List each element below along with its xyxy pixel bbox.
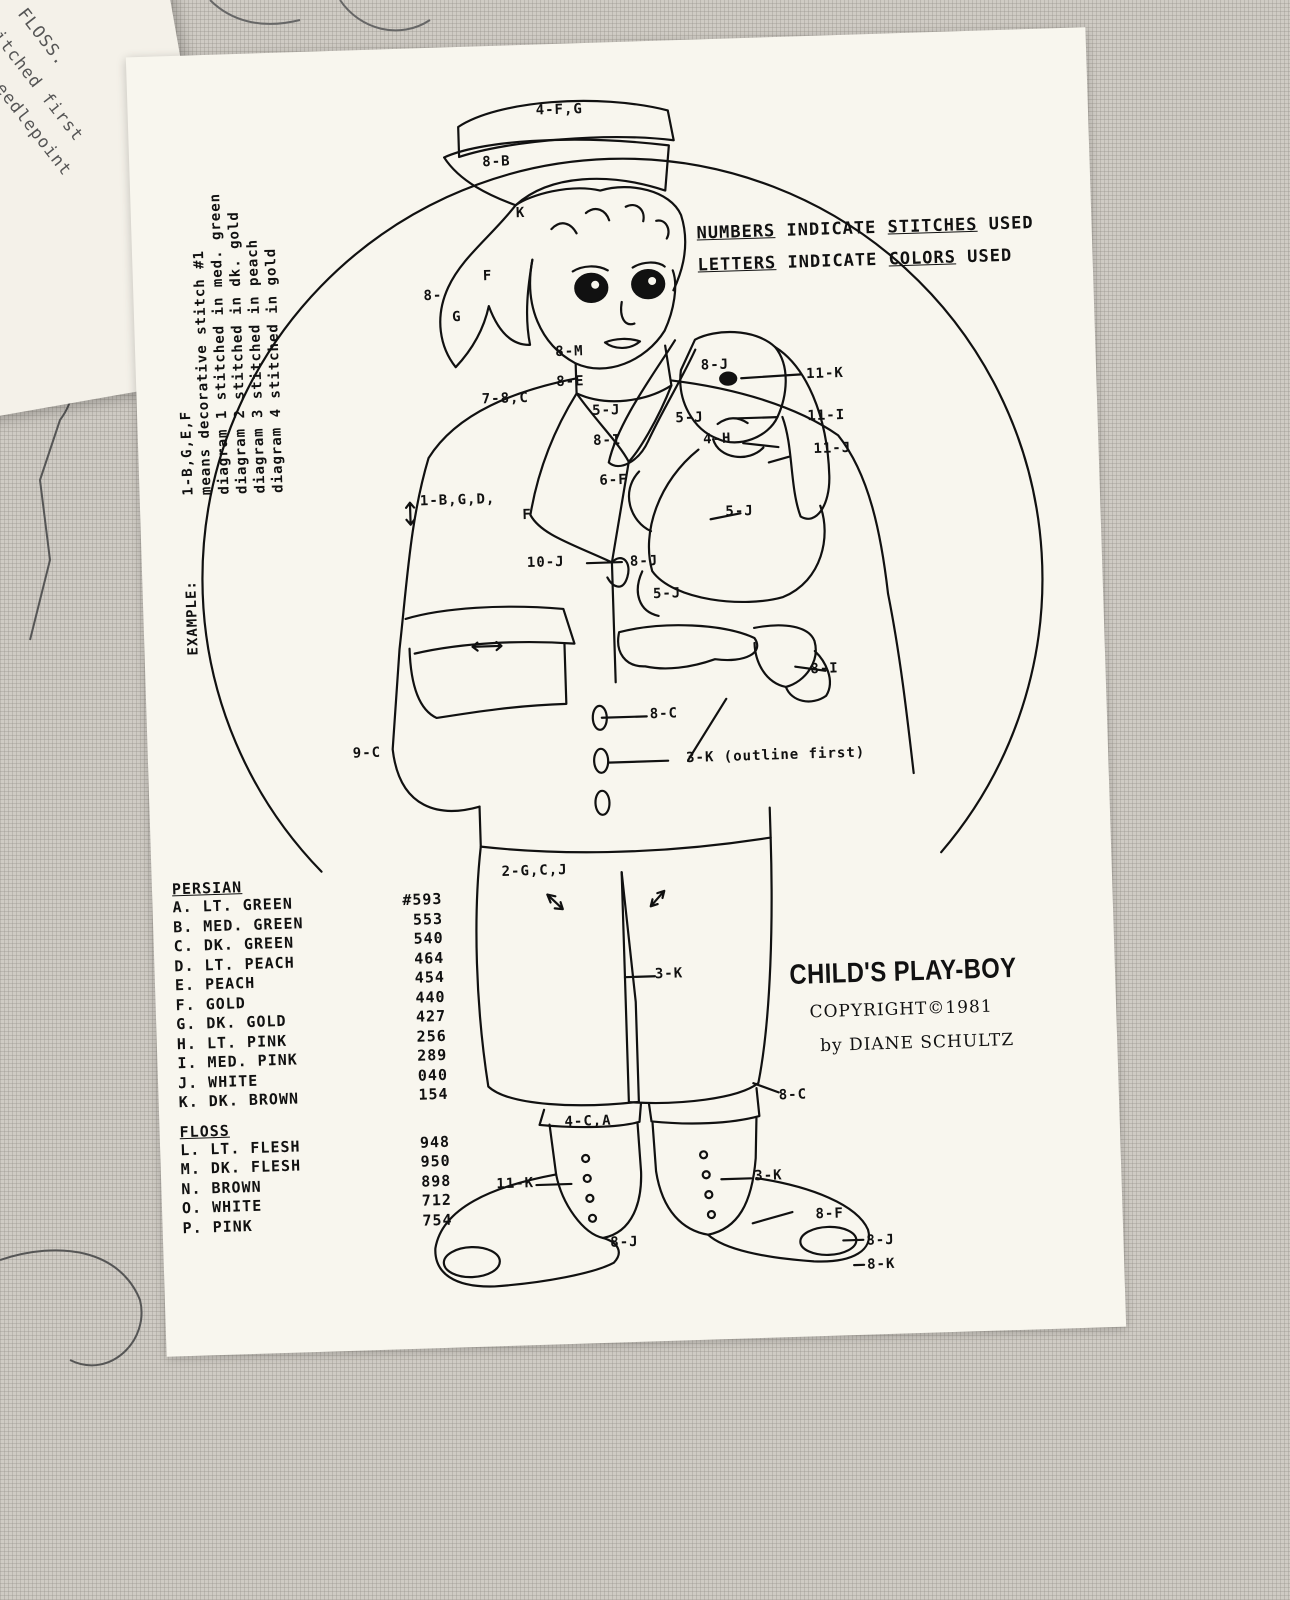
legend-stitches: STITCHES — [887, 214, 978, 238]
color-code: 540 — [413, 928, 444, 948]
label-bunny-paw: 8-J — [629, 552, 659, 570]
legend-letters: LETTERS — [697, 253, 777, 276]
label-bunny-cheek: 5-J — [675, 409, 704, 427]
label-bunny-leg: 5-J — [652, 585, 682, 603]
legend-numbers-indicate: INDICATE — [786, 217, 877, 241]
boy-line-drawing — [201, 99, 1044, 1288]
legend-colors: COLORS — [888, 247, 957, 270]
label-background: 9-C — [352, 744, 382, 762]
color-code: 289 — [416, 1045, 448, 1065]
color-code: 454 — [414, 967, 446, 987]
color-name: P. PINK — [182, 1216, 254, 1237]
copyright: COPYRIGHT©1981 — [809, 996, 993, 1023]
label-bunny-11j: 11-J — [813, 439, 852, 457]
color-name: N. BROWN — [181, 1177, 262, 1198]
color-code: 948 — [419, 1132, 451, 1152]
color-name: O. WHITE — [181, 1196, 263, 1218]
pattern-sheet: NUMBERS INDICATE STITCHES USED LETTERS I… — [125, 27, 1127, 1357]
label-boot-k: 8-K — [866, 1255, 896, 1273]
label-sock: 4-C,A — [564, 1112, 612, 1131]
color-code: 553 — [412, 909, 444, 929]
color-code: 712 — [421, 1190, 453, 1210]
label-bunny-nose: 4-H — [702, 430, 732, 448]
label-ear-5j: 5-J — [591, 402, 621, 419]
label-boot-j-right: 8-J — [866, 1231, 895, 1249]
color-name: F. GOLD — [175, 993, 247, 1014]
label-hat-top: 4-F,G — [535, 101, 584, 119]
color-code: 950 — [420, 1151, 451, 1171]
label-ear-8i: 8-I — [592, 432, 622, 449]
pattern-title-block: CHILD'S PLAY-BOY COPYRIGHT©1981 by DIANE… — [769, 951, 1032, 1057]
color-name: M. DK. FLESH — [180, 1156, 302, 1179]
label-boot-f: 8-F — [815, 1205, 845, 1223]
legend-numbers: NUMBERS — [696, 221, 776, 244]
label-laces-left: 11-K — [496, 1175, 535, 1193]
color-code: 256 — [416, 1026, 447, 1046]
label-coat-side-f: F — [522, 506, 533, 524]
color-code: 464 — [413, 948, 445, 968]
label-collar-m: 8-M — [555, 343, 584, 361]
label-hat-brim: 8-B — [482, 153, 511, 171]
color-code: 754 — [422, 1210, 453, 1230]
legend-numbers-used: USED — [988, 212, 1034, 235]
legend-letters-indicate: INDICATE — [787, 249, 878, 273]
color-code: 440 — [415, 987, 446, 1007]
label-scarf-g: G — [451, 308, 462, 326]
label-bunny-fur: 10-J — [526, 553, 565, 572]
label-hair: K — [515, 204, 526, 222]
color-name: E. PEACH — [174, 973, 256, 995]
pattern-title: CHILD'S PLAY-BOY — [788, 951, 1017, 990]
label-pants-cuff: 8-C — [778, 1086, 808, 1104]
label-pants-seam: 3-K — [654, 965, 684, 983]
color-name: J. WHITE — [177, 1071, 259, 1092]
label-cuff: 8-I — [810, 660, 839, 678]
label-bunny-11i: 11-I — [807, 406, 846, 425]
color-name: K. DK. BROWN — [178, 1089, 300, 1112]
stitch-color-legend: NUMBERS INDICATE STITCHES USED LETTERS I… — [696, 207, 1035, 282]
label-bunny-body: 5-J — [725, 502, 754, 520]
example-explanation: EXAMPLE:1-B,G,E,F means decorative stitc… — [170, 191, 292, 656]
label-collar-e: 8-E — [555, 373, 585, 391]
label-scarf-8: 8- — [423, 287, 443, 305]
label-bunny-6f: 6-F — [599, 471, 628, 489]
color-code: 427 — [415, 1006, 447, 1026]
label-button: 8-C — [649, 705, 679, 723]
label-pants: 2-G,C,J — [501, 861, 568, 880]
label-coat-side: 1-B,G,D, — [419, 491, 496, 510]
legend-letters-used: USED — [966, 245, 1013, 268]
color-name: I. MED. PINK — [177, 1050, 299, 1073]
color-code: 040 — [417, 1065, 449, 1085]
label-bunny-head: 8-J — [700, 356, 730, 374]
color-code: 898 — [420, 1171, 452, 1191]
label-boot-j-left: 8-J — [610, 1233, 639, 1251]
label-coat-lapel: 7-8,C — [481, 389, 530, 408]
label-bunny-eye: 11-K — [805, 365, 845, 383]
label-laces-right: 3-K — [754, 1167, 783, 1185]
label-scarf-f: F — [482, 267, 493, 285]
color-code: 154 — [418, 1084, 449, 1104]
color-code: #593 — [402, 889, 443, 910]
color-name: D. LT. PEACH — [174, 953, 295, 975]
